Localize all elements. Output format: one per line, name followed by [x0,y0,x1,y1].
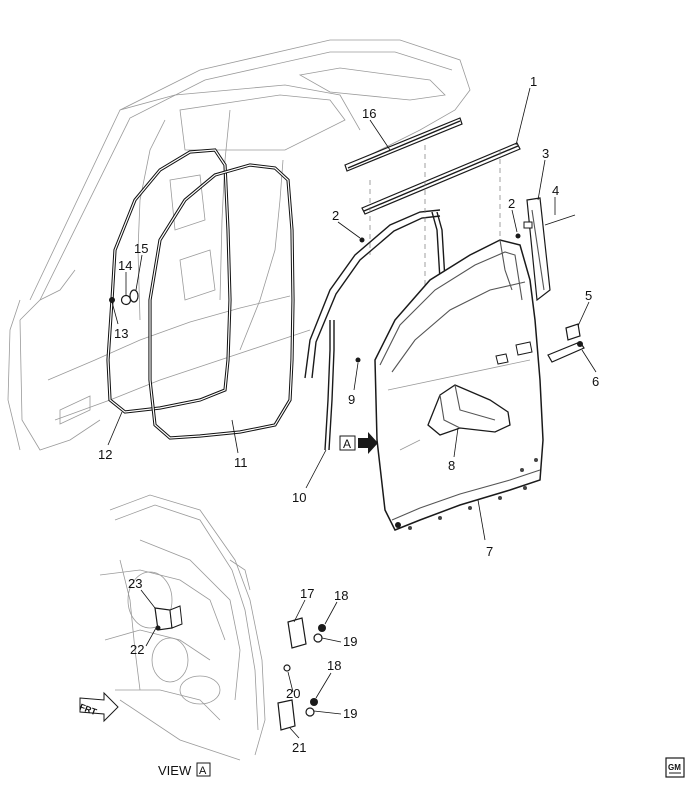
rear-applique-part-3 [523,197,576,302]
view-a-detail-body-pillar [99,494,266,761]
door-handle-cap-part-5 [565,323,581,341]
callout-7: 7 [486,544,493,559]
front-direction-marker [79,691,119,723]
weatherstrip-fasteners [109,289,139,306]
callout-2-right: 2 [508,196,515,211]
callout-13: 13 [114,326,128,341]
callout-17: 17 [300,586,314,601]
callout-8: 8 [448,458,455,473]
callout-16: 16 [362,106,376,121]
body-side-weatherstrip-part-12 [106,148,232,414]
gm-logo-text: GM [668,763,681,772]
door-handle-part-6 [547,341,585,363]
view-a-caption-letter: A [199,765,207,777]
gm-logo [665,757,685,778]
door-check-striker-part-23 [154,605,183,631]
view-a-letter-box [196,762,211,777]
screw-part-2-right [515,233,521,239]
upper-hinge-part-17 [287,617,326,649]
vehicle-body-outline [7,39,471,451]
callout-20: 20 [286,686,300,701]
callout-22: 22 [130,642,144,657]
callout-23: 23 [128,576,142,591]
lower-hinge-part-21 [277,698,318,731]
view-a-caption: VIEW [158,763,192,778]
callout-3: 3 [542,146,549,161]
callout-1: 1 [530,74,537,89]
callout-15: 15 [134,241,148,256]
callout-18-upper: 18 [334,588,348,603]
screw-part-9 [355,357,361,363]
callout-9: 9 [348,392,355,407]
view-a-arrow [339,432,378,454]
callout-21: 21 [292,740,306,755]
callout-2-left: 2 [332,208,339,223]
roof-seal-strip-part-16 [344,117,463,172]
callout-5: 5 [585,288,592,303]
screw-part-20 [283,664,291,672]
screw-part-2-left [359,237,365,243]
callout-19-lower: 19 [343,706,357,721]
callout-10: 10 [292,490,306,505]
callout-19-upper: 19 [343,634,357,649]
door-weatherstrip-part-11 [148,163,295,440]
leader-lines [107,87,597,739]
door-handle-mount [495,341,533,365]
callout-6: 6 [592,374,599,389]
callout-14: 14 [118,258,132,273]
callout-18-lower: 18 [327,658,341,673]
callout-4: 4 [552,183,559,198]
view-a-arrow-letter: A [343,437,351,451]
outside-mirror-part-8 [427,384,511,436]
callout-11: 11 [234,455,248,470]
front-door-panel-part-7 [374,239,544,531]
callout-12: 12 [98,447,112,462]
window-outer-seal-part-1 [361,142,521,215]
